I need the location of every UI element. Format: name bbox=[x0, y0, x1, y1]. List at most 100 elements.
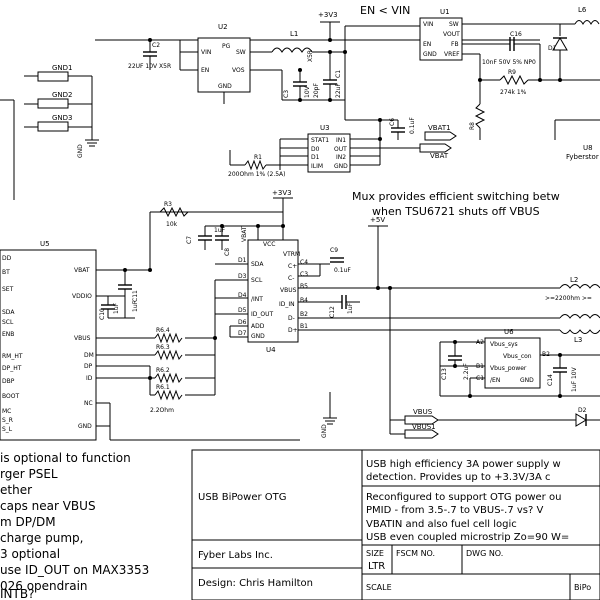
u5-pin-s-r: S_R bbox=[2, 417, 13, 424]
u5-pin-vddio: VDDIO bbox=[72, 293, 92, 300]
u4-pin-5: D5 bbox=[238, 307, 247, 314]
u6-gnd: GND bbox=[520, 377, 534, 384]
u1-pin-vout: VOUT bbox=[443, 31, 460, 38]
r1-value: 200Ohm 1% (2.5A) bbox=[228, 171, 285, 178]
c9-capacitor bbox=[319, 257, 344, 276]
u5-pin-rm-ht: RM_HT bbox=[2, 353, 23, 360]
title-text: USB BiPower OTG bbox=[198, 492, 287, 503]
size-value: LTR bbox=[368, 561, 385, 572]
v3v3-top-label: +3V3 bbox=[318, 11, 338, 19]
c3-value: 10V bbox=[304, 85, 311, 98]
c9-value: 0.1uF bbox=[334, 267, 351, 274]
c7-capacitor bbox=[198, 226, 212, 250]
u3-pin-d0: D0 bbox=[311, 146, 320, 153]
c16-ref: C16 bbox=[510, 31, 522, 38]
r6-resistors bbox=[149, 332, 215, 401]
c14-ref: C14 bbox=[547, 374, 554, 386]
r6-4-ref: R6.4 bbox=[156, 327, 170, 334]
c11-ref: C11 bbox=[132, 290, 139, 302]
u2-pin-vin: VIN bbox=[201, 49, 211, 56]
u5-ref: U5 bbox=[40, 240, 50, 248]
design-notes: is optional to function rger PSEL ether … bbox=[0, 451, 149, 600]
u4-sda: SDA bbox=[251, 261, 264, 268]
note-line-5: m DP/DM bbox=[0, 515, 56, 529]
c11-value: 1uF bbox=[132, 300, 139, 312]
fscm-label: FSCM NO. bbox=[396, 549, 435, 558]
u4-pin-3: D3 bbox=[238, 273, 247, 280]
u6-vbus-power: Vbus_power bbox=[490, 365, 527, 372]
u8-ref: U8 bbox=[583, 144, 593, 152]
gnd1-label: GND1 bbox=[52, 64, 73, 72]
v5v-label: +5V bbox=[370, 216, 385, 224]
vbus-flag bbox=[404, 415, 439, 425]
c12-ref: C12 bbox=[329, 306, 336, 318]
u4-vbus: VBUS bbox=[280, 287, 297, 294]
vbus-flag-label: VBUS bbox=[413, 408, 433, 416]
desc-line-4: PMID - from 3.5-.7 to VBUS-.7 vs? V bbox=[366, 505, 543, 516]
l6-ref: L6 bbox=[578, 6, 587, 14]
u5-pin-gnd: GND bbox=[78, 423, 92, 430]
u6-ref: U6 bbox=[504, 328, 514, 336]
u3-pin-in1: IN1 bbox=[336, 137, 346, 144]
v3v3-mid-label: +3V3 bbox=[272, 189, 292, 197]
r9-value: 274k 1% bbox=[500, 89, 527, 96]
u5-pin-id: ID bbox=[86, 375, 93, 382]
size-label: SIZE bbox=[366, 549, 384, 558]
note-line-6: charge pump, bbox=[0, 531, 83, 545]
l1-inductor bbox=[271, 47, 313, 53]
u4-ref: U4 bbox=[266, 346, 276, 354]
sheet-label: BiPo bbox=[574, 583, 591, 592]
gnd-u4-label: GND bbox=[321, 424, 328, 438]
c12-capacitor bbox=[330, 295, 360, 309]
u4-pin-7: D7 bbox=[238, 330, 247, 337]
r9-ref: R9 bbox=[508, 69, 516, 76]
vbat-label: VBAT bbox=[430, 152, 449, 160]
u2-pin-gnd: GND bbox=[218, 83, 232, 90]
vbus1-flag-label: VBUS1 bbox=[412, 423, 436, 431]
note-line-1: is optional to function bbox=[0, 451, 131, 465]
c13-capacitor bbox=[448, 342, 462, 366]
note-line-10: INTB? bbox=[0, 587, 34, 600]
l2-ref: L2 bbox=[570, 276, 578, 284]
c14-capacitor bbox=[553, 355, 567, 396]
en-vin-note: EN < VIN bbox=[360, 4, 410, 17]
c8-ref: C8 bbox=[224, 248, 231, 256]
u4-vcc: VCC bbox=[263, 241, 275, 248]
r8-resistor bbox=[474, 103, 486, 129]
gnd-connectors bbox=[0, 71, 99, 200]
u5-pin-dbp: DBP bbox=[2, 378, 15, 385]
c7-ref: C7 bbox=[186, 236, 193, 244]
c2-ref: C2 bbox=[152, 42, 160, 49]
u1-pin-sw: SW bbox=[449, 21, 459, 28]
desc-line-3: Reconfigured to support OTG power ou bbox=[366, 492, 561, 503]
u4-scl: SCL bbox=[251, 277, 263, 284]
c10-capacitor bbox=[101, 296, 115, 318]
vbat1-flag bbox=[424, 131, 457, 141]
u3-pin-stat1: STAT1 bbox=[311, 137, 329, 144]
c13-ref: C13 bbox=[441, 368, 448, 380]
vbat1-label: VBAT1 bbox=[428, 124, 451, 132]
note-line-7: 3 optional bbox=[0, 547, 60, 561]
r3-resistor bbox=[159, 206, 189, 218]
r3-ref: R3 bbox=[164, 201, 172, 208]
r3-value: 10k bbox=[166, 221, 178, 228]
u3-pin-ilim: ILIM bbox=[311, 163, 323, 170]
c10-value: 1uF bbox=[113, 302, 120, 314]
u1-pin-vref: VREF bbox=[444, 51, 460, 58]
r1-ref: R1 bbox=[254, 154, 262, 161]
u4-pin-1: D1 bbox=[238, 257, 247, 264]
l3-ref: L3 bbox=[574, 336, 582, 344]
c1-capacitor bbox=[323, 52, 337, 100]
u5-left-pin-labels: DD BT SET SDA SCL ENB RM_HT DP_HT DBP BO… bbox=[2, 255, 23, 433]
c6-capacitor bbox=[391, 120, 405, 140]
u4-c-minus: C- bbox=[288, 275, 294, 282]
c6-value: 0.1uF bbox=[409, 117, 416, 134]
u4-id-out: ID_OUT bbox=[251, 311, 274, 318]
c16-capacitor bbox=[500, 37, 540, 51]
dwg-label: DWG NO. bbox=[466, 549, 503, 558]
r9-resistor bbox=[499, 74, 529, 86]
u5-pin-dp-ht: DP_HT bbox=[2, 365, 22, 372]
u3-ref: U3 bbox=[320, 124, 330, 132]
u5-pin-nc: NC bbox=[84, 400, 93, 407]
